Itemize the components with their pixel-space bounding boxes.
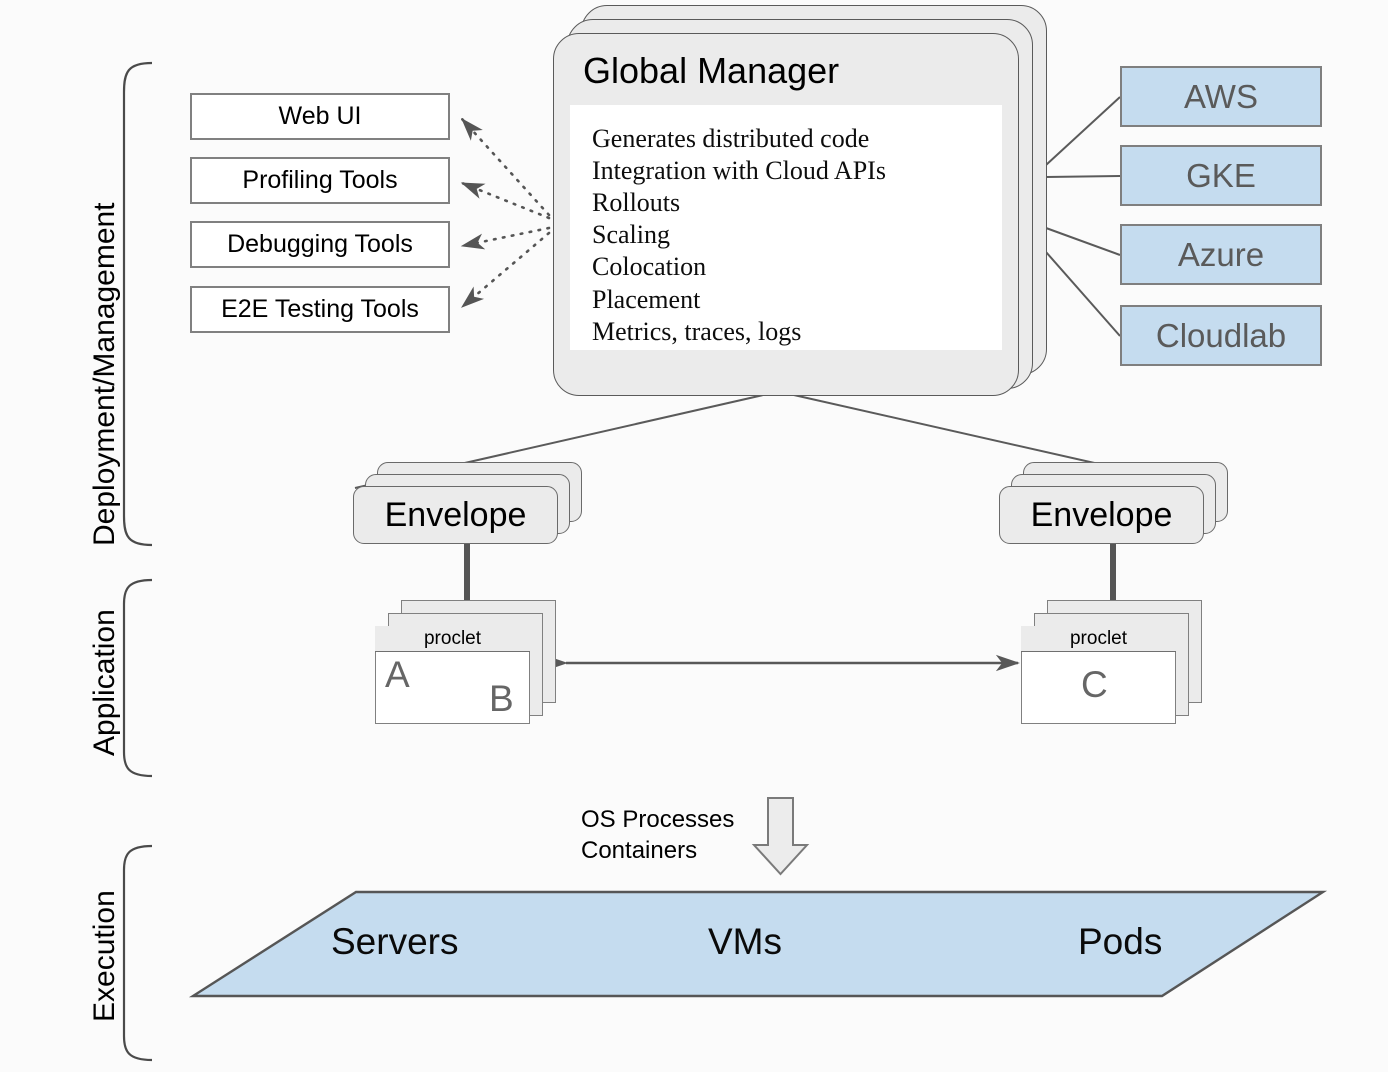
responsibility-item: Metrics, traces, logs	[592, 316, 802, 346]
responsibility-item: Scaling	[592, 220, 670, 250]
tool-label: E2E Testing Tools	[221, 295, 419, 323]
responsibility-item: Rollouts	[592, 188, 681, 218]
os-mapping-note: OS Processes Containers	[581, 805, 734, 866]
responsibility-item: Integration with Cloud APIs	[592, 156, 886, 186]
envelope-right-card[interactable]	[999, 486, 1204, 544]
responsibility-item: Generates distributed code	[592, 124, 870, 153]
cloud-label: Cloudlab	[1155, 316, 1287, 354]
global-manager-title: Global Manager	[583, 50, 840, 91]
execution-item-pods: Pods	[1078, 921, 1163, 962]
bracket-execution	[122, 844, 153, 1062]
responsibility-item: Colocation	[592, 252, 707, 282]
tool-box-debugging-tools[interactable]: Debugging Tools	[190, 221, 450, 268]
proclet-left-letter-a: A	[385, 654, 410, 695]
execution-item-servers: Servers	[331, 921, 459, 962]
os-mapping-arrow	[751, 797, 810, 876]
cloud-box-aws[interactable]: AWS	[1120, 66, 1322, 127]
line-to-azure	[1045, 227, 1121, 256]
cloud-box-gke[interactable]: GKE	[1120, 145, 1322, 206]
cloud-label: Azure	[1177, 235, 1265, 273]
bracket-application	[122, 578, 153, 778]
arrow-to-web-ui	[460, 117, 551, 217]
layer-label-application: Application	[88, 609, 121, 756]
bracket-deployment	[122, 61, 153, 547]
proclet-right-letter-c: C	[1081, 664, 1108, 705]
tool-label: Web UI	[278, 102, 362, 130]
tool-label: Debugging Tools	[227, 230, 413, 258]
line-to-aws	[1045, 96, 1121, 166]
proclet-header-label: proclet	[1069, 627, 1128, 649]
os-mapping-note-line2: Containers	[581, 836, 698, 864]
gm-to-tools-arrows	[460, 117, 551, 309]
os-mapping-note-line1: OS Processes	[581, 806, 735, 833]
global-manager-responsibilities: Generates distributed code Integration w…	[570, 105, 1002, 350]
line-to-cloudlab	[1045, 251, 1121, 337]
responsibility-item: Placement	[592, 284, 701, 314]
arrow-to-profiling-tools	[460, 181, 551, 220]
cloud-box-azure[interactable]: Azure	[1120, 224, 1322, 285]
envelope-proclet-connectors	[464, 540, 1116, 604]
arrow-to-debugging-tools	[460, 226, 551, 250]
tool-box-profiling-tools[interactable]: Profiling Tools	[190, 157, 450, 204]
cloud-label: AWS	[1184, 77, 1258, 115]
envelope-left-card[interactable]	[353, 486, 558, 544]
line-to-gke	[1045, 175, 1121, 178]
arrow-to-e2e-testing-tools	[460, 231, 551, 309]
proclet-right-header: proclet	[1021, 626, 1176, 652]
execution-item-vms: VMs	[708, 921, 782, 962]
cloud-box-cloudlab[interactable]: Cloudlab	[1120, 305, 1322, 366]
cloud-label: GKE	[1186, 156, 1256, 194]
tool-label: Profiling Tools	[242, 166, 398, 194]
envelope-left-label: Envelope	[384, 495, 527, 534]
layer-label-deployment: Deployment/Management	[88, 202, 121, 546]
proclet-header-label: proclet	[423, 627, 482, 649]
gm-to-clouds-lines	[1045, 96, 1121, 337]
proclet-left-letter-b: B	[489, 678, 514, 719]
tool-box-web-ui[interactable]: Web UI	[190, 93, 450, 140]
proclet-left-header: proclet	[375, 626, 530, 652]
layer-label-execution: Execution	[88, 890, 121, 1022]
envelope-right-label: Envelope	[1030, 495, 1173, 534]
tool-box-e2e-testing-tools[interactable]: E2E Testing Tools	[190, 286, 450, 333]
